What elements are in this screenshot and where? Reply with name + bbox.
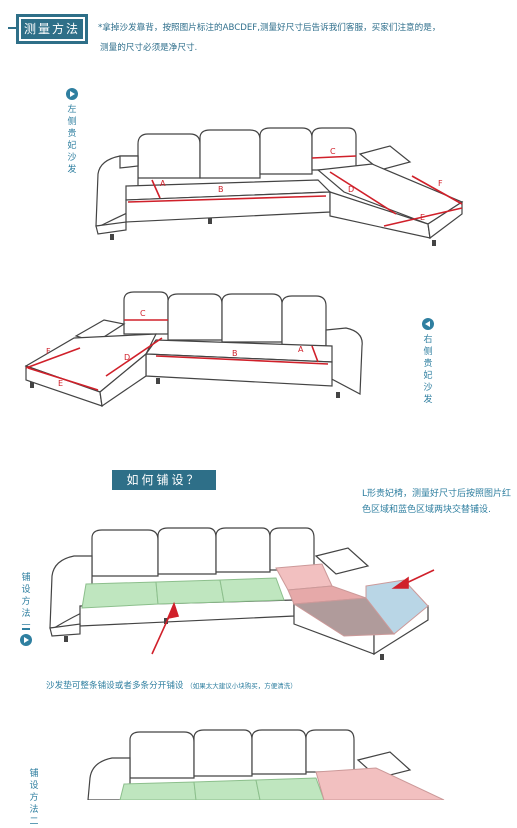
measure-label-f: F (438, 179, 443, 188)
arrow-left-icon (422, 318, 434, 330)
sofa-diagram-method-two (87, 729, 445, 800)
method-one-underline (22, 628, 30, 630)
measure-note-line2: 测量的尺寸必须是净尺寸. (100, 43, 198, 53)
lshape-note: L形贵妃椅，测量好尺寸后按照图片红色区域和蓝色区域两块交替铺设. (362, 489, 512, 515)
method-one-label: 铺设方法一 (21, 573, 31, 631)
measure-label-d: D (348, 185, 354, 194)
measure-label-e: E (58, 379, 63, 388)
measure-label-b: B (218, 185, 224, 194)
measure-label-d: D (124, 353, 130, 362)
measure-label-a: A (298, 345, 304, 354)
bottom-note-main: 沙发垫可整条铺设或者多条分开铺设 (46, 681, 184, 691)
measure-label-c: C (330, 147, 336, 156)
arrow-right-icon (66, 88, 78, 100)
method-two-label: 铺设方法二 (29, 769, 39, 827)
right-chaise-label: 右侧贵妃沙发 (423, 335, 433, 405)
bottom-note-small: （如果太大建议小块购买，方便清洗） (186, 682, 297, 690)
section-badge-measure: 测量方法 (16, 14, 88, 44)
measure-label-b: B (232, 349, 238, 358)
bottom-note: 沙发垫可整条铺设或者多条分开铺设 （如果太大建议小块购买，方便清洗） (46, 679, 516, 691)
measure-note: *拿掉沙发靠背，按照图片标注的ABCDEF,测量好尺寸后告诉我们客服，买家们注意… (98, 18, 498, 58)
badge-line (8, 27, 18, 29)
measure-note-line1: *拿掉沙发靠背，按照图片标注的ABCDEF,测量好尺寸后告诉我们客服，买家们注意… (98, 23, 441, 33)
sofa-diagram-method-one (49, 527, 435, 660)
measure-label-c: C (140, 309, 146, 318)
howto-title: 如何铺设？ (112, 470, 216, 490)
arrow-right-icon (20, 634, 32, 646)
measure-label-e: E (420, 213, 425, 222)
left-chaise-label: 左侧贵妃沙发 (67, 105, 77, 175)
measure-label-f: F (46, 347, 51, 356)
sofa-diagram-left-chaise: A B C D E F (95, 127, 464, 246)
sofa-diagram-right-chaise: C F D E B A (24, 291, 363, 408)
measure-label-a: A (160, 179, 166, 188)
